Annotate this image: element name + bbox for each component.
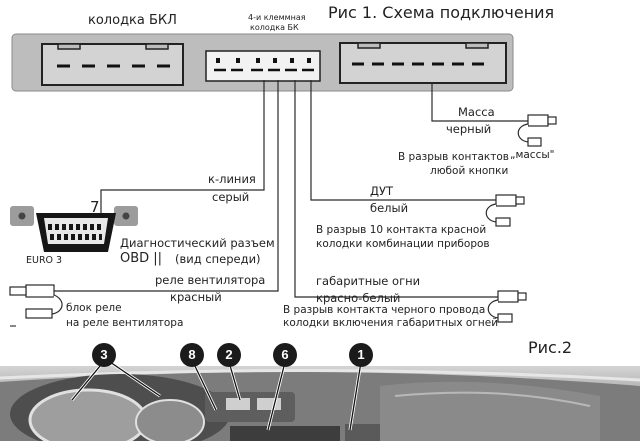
mass-note-line2: любой кнопки bbox=[430, 165, 509, 177]
parking-note-line1: В разрыв контакта черного провода bbox=[283, 304, 486, 316]
obd-connector bbox=[10, 206, 138, 252]
bk-label-line2: колодка БК bbox=[250, 23, 299, 32]
obd-pin-number: 7 bbox=[90, 198, 100, 216]
kline-color: серый bbox=[212, 190, 250, 204]
callout-badge: 8 bbox=[180, 343, 204, 367]
bk-connector bbox=[205, 50, 321, 82]
fan-label: реле вентилятора bbox=[155, 273, 266, 287]
fig2-title: Рис.2 bbox=[528, 338, 573, 357]
parking-plug bbox=[487, 290, 527, 323]
dut-plug bbox=[485, 194, 525, 227]
mass-note-quote: „массы" bbox=[510, 149, 555, 161]
euro-label: EURO 3 bbox=[26, 255, 63, 266]
fig1-title: Рис 1. Схема подключения bbox=[328, 3, 555, 22]
parking-note-line2: колодки включения габаритных огней bbox=[283, 317, 499, 329]
parking-label: габаритные огни bbox=[316, 274, 421, 288]
parking-color: красно-белый bbox=[316, 291, 401, 305]
callout-badge: 1 bbox=[349, 343, 373, 367]
fan-color: красный bbox=[170, 290, 222, 304]
mass-label: Масса bbox=[458, 105, 495, 119]
mass-plug bbox=[517, 114, 557, 147]
bk-label-line1: 4-и клеммная bbox=[248, 13, 306, 22]
callout-badge: 6 bbox=[273, 343, 297, 367]
diag-label-obd: OBD || bbox=[120, 251, 163, 266]
kline-label: к-линия bbox=[208, 172, 256, 186]
dut-note-line2: колодки комбинации приборов bbox=[316, 238, 490, 250]
diag-label-line1: Диагностический разъем bbox=[120, 236, 275, 250]
relay-label-line1: блок реле bbox=[66, 302, 122, 314]
relay-label-line2: на реле вентилятора bbox=[66, 317, 184, 329]
dashboard-photo bbox=[0, 366, 640, 441]
callout-badge: 2 bbox=[217, 343, 241, 367]
fan-relay-plug bbox=[9, 284, 63, 319]
mass-note-line1: В разрыв контактов bbox=[398, 151, 509, 163]
dut-label: ДУТ bbox=[370, 184, 394, 198]
diag-label-view: (вид спереди) bbox=[175, 252, 261, 266]
dut-note-line1: В разрыв 10 контакта красной bbox=[316, 224, 487, 236]
callout-badge: 3 bbox=[92, 343, 116, 367]
dut-color: белый bbox=[370, 201, 409, 215]
mass-color: черный bbox=[446, 122, 492, 136]
dashboard-drawing bbox=[0, 368, 640, 441]
bkl-label: колодка БКЛ bbox=[88, 13, 177, 28]
